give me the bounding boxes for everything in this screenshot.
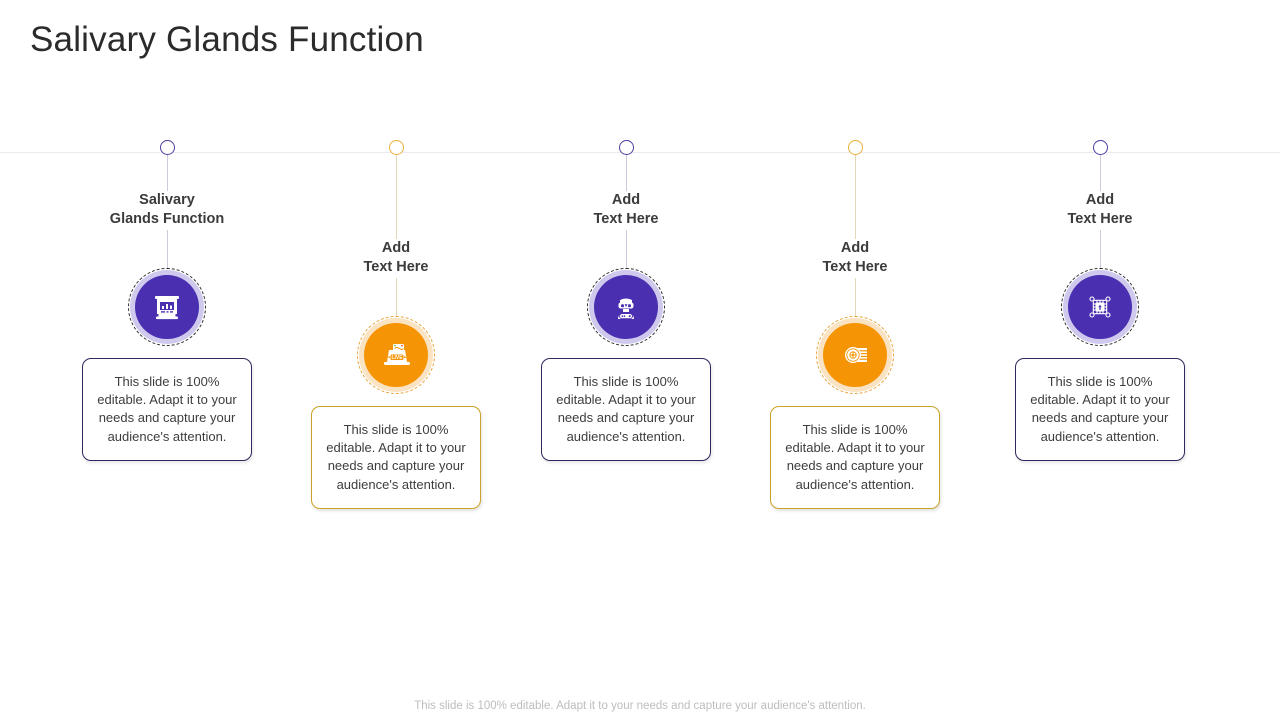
step-label-2: Add Text Here (363, 239, 428, 278)
step-label-2-line1: Add (381, 240, 411, 256)
description-card-3[interactable]: This slide is 100% editable. Adapt it to… (541, 357, 711, 462)
description-card-5[interactable]: This slide is 100% editable. Adapt it to… (1015, 357, 1185, 462)
vault-safe-icon-badge[interactable] (816, 315, 894, 394)
live-stream-laptop-icon-badge[interactable]: LIVE (357, 315, 435, 394)
dashed-ring-1 (128, 267, 206, 346)
step-label-5: Add Text Here (1067, 191, 1132, 230)
timeline-node-dot-3[interactable] (618, 140, 634, 155)
timeline-node-dot-1[interactable] (159, 140, 175, 155)
microchip-icon (1089, 296, 1111, 318)
timeline-column-5[interactable]: Add Text Here (1000, 140, 1200, 462)
icon-disc-3 (594, 274, 658, 339)
description-text-4: This slide is 100% editable. Adapt it to… (785, 421, 925, 492)
connector-line-2a (395, 155, 397, 239)
step-label-1-line2: Glands Function (109, 211, 225, 228)
dashed-ring-5 (1061, 267, 1139, 346)
step-label-4: Add Text Here (822, 239, 887, 278)
icon-disc-5 (1068, 274, 1132, 339)
dashed-ring-3 (587, 267, 665, 346)
description-card-2[interactable]: This slide is 100% editable. Adapt it to… (311, 405, 481, 510)
step-label-4-line1: Add (840, 240, 870, 256)
connector-line-1a (166, 155, 168, 191)
timeline-node-dot-5[interactable] (1092, 140, 1108, 155)
timeline-column-3[interactable]: Add Text Here (526, 140, 726, 462)
projector-screen-icon (155, 295, 179, 319)
microchip-icon-badge[interactable] (1061, 267, 1139, 346)
connector-line-5b (1099, 229, 1101, 268)
step-label-5-line1: Add (1085, 192, 1115, 208)
description-text-1: This slide is 100% editable. Adapt it to… (97, 373, 237, 444)
description-card-4[interactable]: This slide is 100% editable. Adapt it to… (770, 405, 940, 510)
live-stream-laptop-icon: LIVE (384, 343, 410, 365)
description-text-5: This slide is 100% editable. Adapt it to… (1030, 373, 1170, 444)
connector-line-3b (625, 229, 627, 268)
footer-note: This slide is 100% editable. Adapt it to… (414, 700, 866, 712)
timeline-node-dot-4[interactable] (847, 140, 863, 155)
step-label-4-line2: Text Here (822, 259, 888, 276)
vault-safe-icon (845, 346, 867, 363)
connector-line-5a (1099, 155, 1101, 191)
step-label-3-line2: Text Here (593, 211, 659, 228)
page-title: Salivary Glands Function (30, 20, 424, 59)
description-text-3: This slide is 100% editable. Adapt it to… (556, 373, 696, 444)
connector-line-1b (166, 229, 168, 268)
step-label-1-line1: Salivary (139, 192, 195, 208)
projector-screen-icon-badge[interactable] (128, 267, 206, 346)
step-label-3: Add Text Here (593, 191, 658, 230)
description-card-1[interactable]: This slide is 100% editable. Adapt it to… (82, 357, 252, 462)
connector-line-2b (395, 277, 397, 316)
dashed-ring-4 (816, 315, 894, 394)
timeline-column-2[interactable]: Add Text Here LIVE (296, 140, 496, 510)
step-label-5-line2: Text Here (1067, 211, 1133, 228)
connector-line-4b (854, 277, 856, 316)
timeline-column-4[interactable]: Add Text Here (755, 140, 955, 510)
svg-text:LIVE: LIVE (391, 355, 403, 361)
vr-gamer-icon (618, 298, 634, 319)
connector-line-3a (625, 155, 627, 191)
vr-gamer-icon-badge[interactable] (587, 267, 665, 346)
icon-disc-4 (823, 322, 887, 387)
dashed-ring-2 (357, 315, 435, 394)
step-label-2-line2: Text Here (363, 259, 429, 276)
step-label-3-line1: Add (611, 192, 641, 208)
timeline-column-1[interactable]: Salivary Glands Function (67, 140, 267, 462)
icon-disc-1 (135, 274, 199, 339)
timeline-node-dot-2[interactable] (388, 140, 404, 155)
step-label-1: Salivary Glands Function (110, 191, 224, 230)
description-text-2: This slide is 100% editable. Adapt it to… (326, 421, 466, 492)
icon-disc-2: LIVE (364, 322, 428, 387)
connector-line-4a (854, 155, 856, 239)
timeline-axis (0, 152, 1280, 153)
